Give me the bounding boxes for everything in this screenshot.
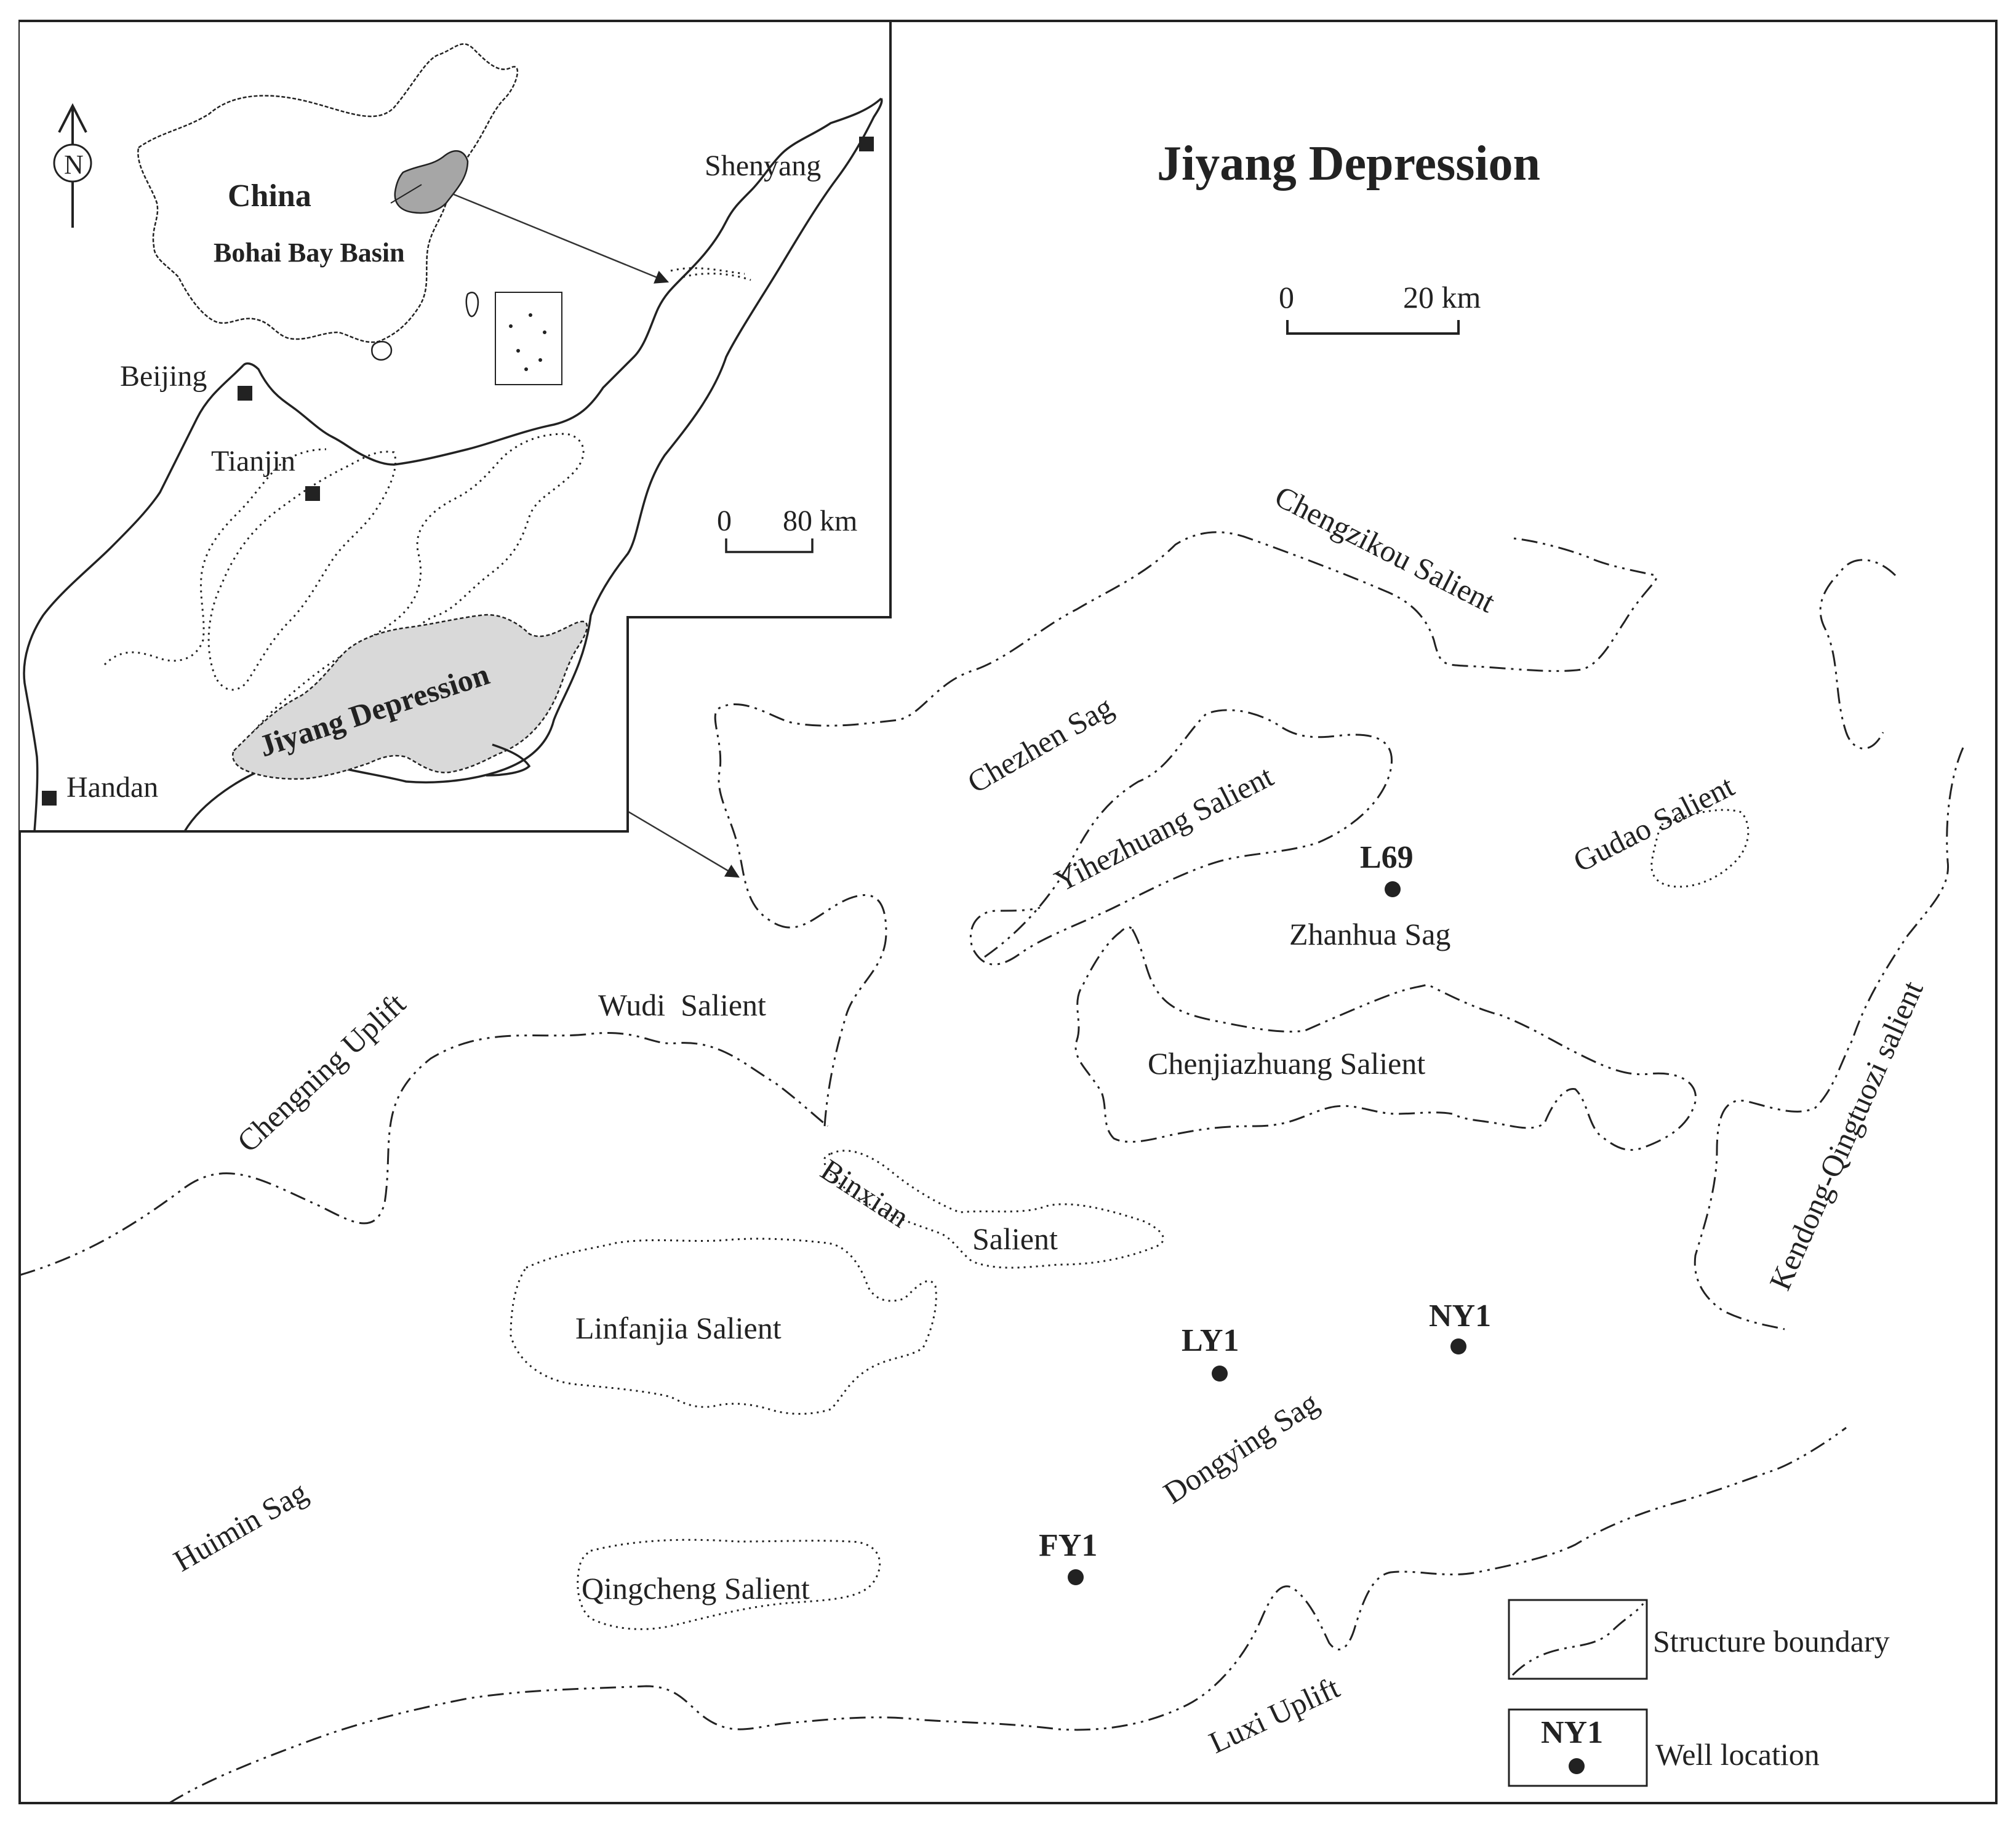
city-square-icon xyxy=(859,137,874,151)
city-handan: Handan xyxy=(66,771,158,804)
label-chenjiazhuang-salient: Chenjiazhuang Salient xyxy=(1148,1046,1425,1081)
label-linfanjia-salient: Linfanjia Salient xyxy=(575,1311,782,1345)
well-ny1: NY1 xyxy=(1429,1298,1491,1354)
well-label-ly1: LY1 xyxy=(1182,1323,1239,1358)
legend-boundary-label: Structure boundary xyxy=(1653,1624,1890,1658)
china-to-bohai-arrow xyxy=(452,193,670,284)
inset-map: N China Bohai Bay Basin Jiyang Depressio… xyxy=(20,20,892,833)
label-zhanhua-sag: Zhanhua Sag xyxy=(1289,917,1450,951)
well-dot-icon xyxy=(1569,1758,1585,1774)
label-dongying-sag: Dongying Sag xyxy=(1157,1385,1324,1511)
inset-scale-bar: 0 80 km xyxy=(717,505,857,553)
map-title: Jiyang Depression xyxy=(1157,137,1540,191)
label-binxian: Binxian xyxy=(815,1152,915,1234)
label-binxian-salient: Salient xyxy=(972,1222,1058,1256)
inset-frame xyxy=(20,20,892,833)
city-shenyang: Shenyang xyxy=(705,150,821,182)
qingcheng-boundary xyxy=(577,1538,881,1630)
south-china-sea-islands xyxy=(509,313,546,371)
legend: Structure boundary NY1 Well location xyxy=(1508,1599,1890,1787)
label-gudao-salient: Gudao Salient xyxy=(1568,769,1740,879)
label-qingcheng-salient: Qingcheng Salient xyxy=(582,1571,810,1606)
well-label-fy1: FY1 xyxy=(1039,1528,1097,1563)
chenjiazhuang-boundary xyxy=(1074,926,1697,1151)
inset-scale-zero: 0 xyxy=(717,505,732,537)
inset-cities: Shenyang Beijing Tianjin Handan xyxy=(42,137,874,806)
well-dot-icon xyxy=(1450,1338,1466,1354)
label-kendong-qingtuozi-salient: Kendong-Qingtuozi salient xyxy=(1762,976,1930,1295)
label-chezhen-sag: Chezhen Sag xyxy=(962,689,1119,800)
taiwan xyxy=(465,292,479,318)
bohai-boundary-dotted xyxy=(670,267,751,281)
legend-well-swatch xyxy=(1508,1708,1648,1787)
city-square-icon xyxy=(305,486,320,501)
wells: L69 LY1 NY1 FY1 xyxy=(1039,840,1491,1585)
north-arrow-icon: N xyxy=(53,103,92,228)
label-wudi-salient: Wudi Salient xyxy=(598,988,766,1022)
inner-coastline xyxy=(242,97,882,466)
chezhen-boundary xyxy=(714,531,1658,1127)
inset-sub-basins xyxy=(103,433,585,753)
bohai-basin-label: Bohai Bay Basin xyxy=(214,238,405,268)
well-ly1: LY1 xyxy=(1182,1323,1239,1382)
main-scale-bar: 0 20 km xyxy=(1279,280,1481,335)
label-luxi-uplift: Luxi Uplift xyxy=(1204,1670,1345,1760)
china-bohai-basin xyxy=(394,150,469,214)
well-dot-icon xyxy=(1212,1366,1228,1382)
label-huimin-sag: Huimin Sag xyxy=(168,1474,313,1578)
well-dot-icon xyxy=(1385,881,1401,897)
label-chengning-uplift: Chengning Uplift xyxy=(230,986,412,1159)
well-label-l69: L69 xyxy=(1360,840,1414,875)
west-coastline xyxy=(23,364,244,832)
kendong-boundary xyxy=(1694,747,1964,1330)
yihezhuang-boundary xyxy=(969,709,1393,966)
inset-jiyang-depression xyxy=(231,614,588,780)
label-chengzikou-salient: Chengzikou Salient xyxy=(1270,479,1501,619)
hainan xyxy=(370,340,393,361)
well-l69: L69 xyxy=(1360,840,1414,897)
east-edge-boundary xyxy=(1819,559,1897,750)
city-square-icon xyxy=(238,386,252,401)
well-label-ny1: NY1 xyxy=(1429,1298,1491,1334)
luxi-boundary xyxy=(169,1426,1847,1804)
main-scale-zero: 0 xyxy=(1279,280,1294,314)
well-fy1: FY1 xyxy=(1039,1528,1097,1585)
label-yihezhuang-salient: Yihezhuang Salient xyxy=(1049,759,1279,898)
map-frame xyxy=(18,20,1998,1804)
legend-well-label: Well location xyxy=(1655,1737,1820,1772)
legend-well-sample: NY1 xyxy=(1541,1715,1603,1750)
main-scale-end: 20 km xyxy=(1403,280,1481,314)
inset-scale-end: 80 km xyxy=(783,505,857,537)
city-beijing: Beijing xyxy=(120,360,207,393)
china-outline xyxy=(137,43,519,343)
city-square-icon xyxy=(42,791,57,806)
structure-boundaries xyxy=(19,531,1964,1804)
basin-leader xyxy=(390,184,422,204)
jiyang-south-lobe xyxy=(486,743,531,777)
well-dot-icon xyxy=(1068,1569,1084,1585)
city-tianjin: Tianjin xyxy=(211,445,295,478)
china-label: China xyxy=(228,178,311,214)
legend-boundary-swatch xyxy=(1508,1599,1648,1680)
wudi-chengning-boundary xyxy=(19,1032,828,1276)
north-label: N xyxy=(64,150,84,180)
south-china-sea-box xyxy=(495,292,562,385)
